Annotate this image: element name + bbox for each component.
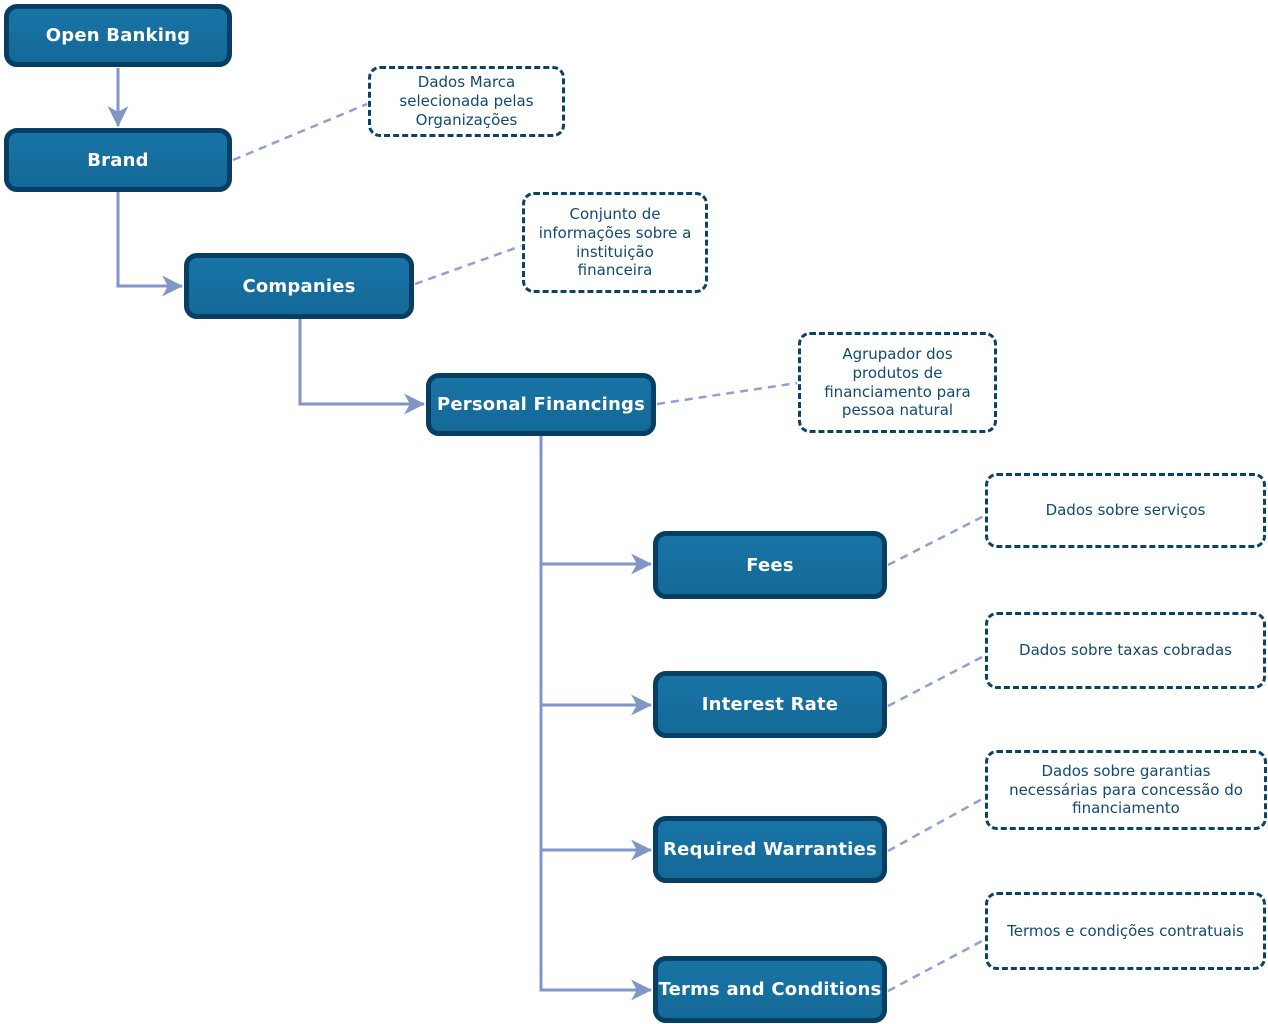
- annotation-text: Dados Marca selecionada pelas Organizaçõ…: [399, 73, 534, 129]
- note-link-terms-and-conditions: [887, 938, 985, 993]
- annotation-interest-rate: Dados sobre taxas cobradas: [985, 612, 1266, 689]
- node-label: Personal Financings: [436, 394, 646, 415]
- node-companies: Companies: [184, 253, 414, 319]
- node-label: Open Banking: [45, 25, 191, 46]
- node-label: Interest Rate: [701, 694, 839, 715]
- annotation-text: Termos e condições contratuais: [1007, 921, 1244, 940]
- annotation-companies: Conjunto de informações sobre a institui…: [522, 192, 708, 293]
- annotation-required-warranties: Dados sobre garantias necessárias para c…: [985, 750, 1267, 830]
- node-brand: Brand: [4, 128, 232, 192]
- node-personal-financings: Personal Financings: [426, 373, 656, 436]
- annotation-text: Dados sobre taxas cobradas: [1019, 641, 1232, 660]
- annotation-text: Dados sobre garantias necessárias para c…: [1009, 761, 1243, 818]
- annotation-brand: Dados Marca selecionada pelas Organizaçõ…: [368, 66, 565, 137]
- annotation-fees: Dados sobre serviços: [985, 473, 1266, 548]
- note-link-companies: [414, 244, 522, 286]
- note-link-interest-rate: [887, 654, 985, 708]
- edge-brand-companies: [116, 192, 184, 297]
- node-label: Required Warranties: [663, 839, 877, 860]
- node-fees: Fees: [653, 531, 887, 599]
- note-link-brand: [232, 102, 368, 162]
- note-link-fees: [887, 514, 985, 567]
- node-required-warranties: Required Warranties: [653, 816, 887, 883]
- note-link-required-warranties: [887, 796, 985, 853]
- node-label: Companies: [242, 275, 356, 297]
- annotation-personal-financings: Agrupador dos produtos de financiamento …: [798, 332, 997, 433]
- node-label: Terms and Conditions: [658, 979, 882, 1000]
- edge-trunk-personal-financings: [539, 436, 653, 1001]
- edge-companies-personal-financings: [298, 319, 426, 415]
- node-interest-rate: Interest Rate: [653, 671, 887, 738]
- annotation-terms-and-conditions: Termos e condições contratuais: [985, 892, 1266, 970]
- node-open-banking: Open Banking: [4, 4, 232, 67]
- note-link-personal-financings: [656, 381, 798, 406]
- node-label: Brand: [87, 149, 149, 171]
- annotation-text: Agrupador dos produtos de financiamento …: [824, 345, 971, 420]
- node-label: Fees: [746, 554, 794, 576]
- annotation-text: Conjunto de informações sobre a institui…: [538, 205, 692, 280]
- node-terms-and-conditions: Terms and Conditions: [653, 956, 887, 1023]
- annotation-text: Dados sobre serviços: [1045, 501, 1206, 520]
